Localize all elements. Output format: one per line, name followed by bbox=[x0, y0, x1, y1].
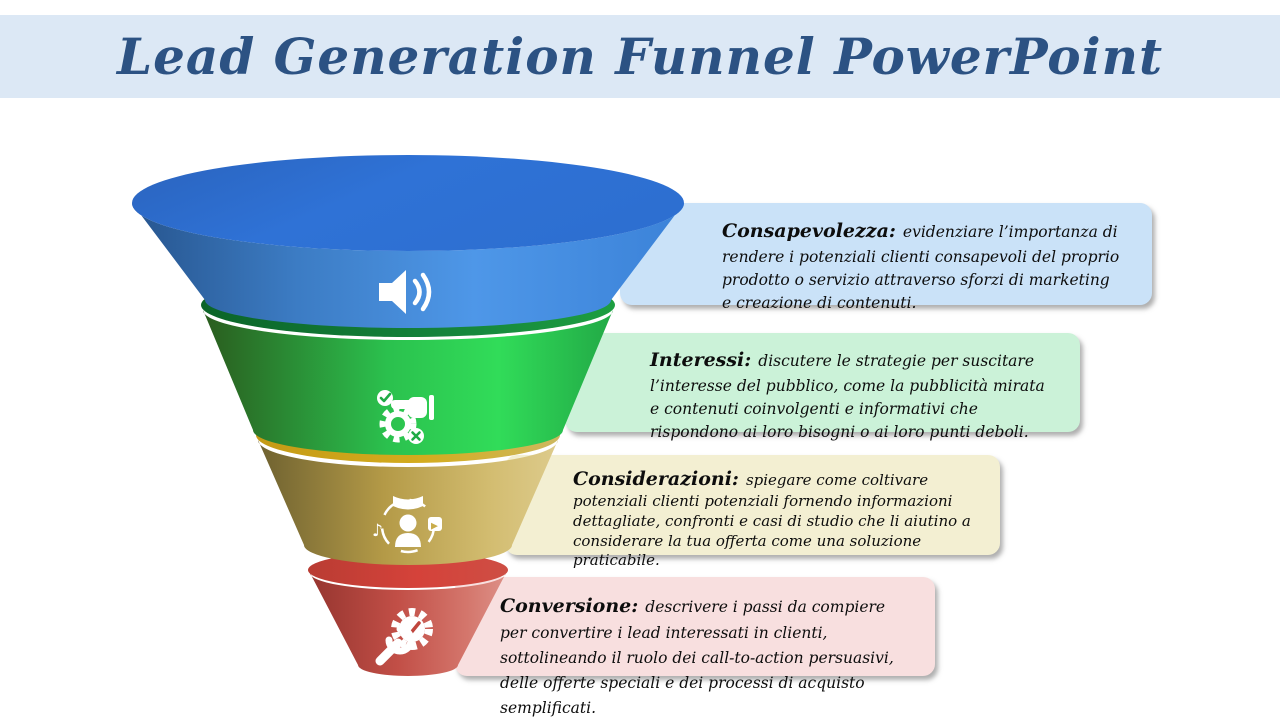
callout-conversion-text: Conversione:descrivere i passi da compie… bbox=[500, 591, 909, 720]
callout-interest-text: Interessi:discutere le strategie per sus… bbox=[650, 346, 1052, 444]
hand-gear-check-icon bbox=[377, 390, 434, 444]
speaker-icon bbox=[379, 270, 432, 314]
svg-text:▶: ▶ bbox=[431, 522, 438, 532]
page-title: Lead Generation Funnel PowerPoint bbox=[116, 27, 1164, 86]
callout-conversion-heading: Conversione: bbox=[500, 595, 639, 617]
audience-media-icon: ♪ ▶ bbox=[372, 496, 442, 554]
callout-conversion-body: descrivere i passi da compiere per conve… bbox=[500, 598, 894, 717]
title-banner: Lead Generation Funnel PowerPoint bbox=[0, 15, 1280, 98]
callout-awareness-heading: Consapevolezza: bbox=[722, 220, 896, 242]
svg-text:♪: ♪ bbox=[372, 521, 383, 541]
callout-conversion: Conversione:descrivere i passi da compie… bbox=[455, 577, 935, 717]
callout-awareness-body: evidenziare l’importanza di rendere i po… bbox=[722, 223, 1120, 312]
callout-consideration-body: spiegare come coltivare potenziali clien… bbox=[573, 471, 971, 570]
wrench-gear-icon bbox=[375, 608, 433, 666]
callout-awareness: Consapevolezza:evidenziare l’importanza … bbox=[620, 203, 1152, 312]
callout-interest-heading: Interessi: bbox=[650, 349, 752, 371]
funnel-stage-awareness bbox=[132, 155, 684, 328]
callout-consideration-heading: Considerazioni: bbox=[573, 468, 739, 490]
callout-consideration: Considerazioni:spiegare come coltivare p… bbox=[505, 455, 1000, 569]
funnel-stage-interest bbox=[201, 273, 615, 455]
callout-interest-body: discutere le strategie per suscitare l’i… bbox=[650, 352, 1045, 441]
callout-interest: Interessi:discutere le strategie per sus… bbox=[565, 333, 1080, 441]
callout-consideration-text: Considerazioni:spiegare come coltivare p… bbox=[573, 467, 974, 571]
callout-awareness-text: Consapevolezza:evidenziare l’importanza … bbox=[722, 217, 1122, 315]
